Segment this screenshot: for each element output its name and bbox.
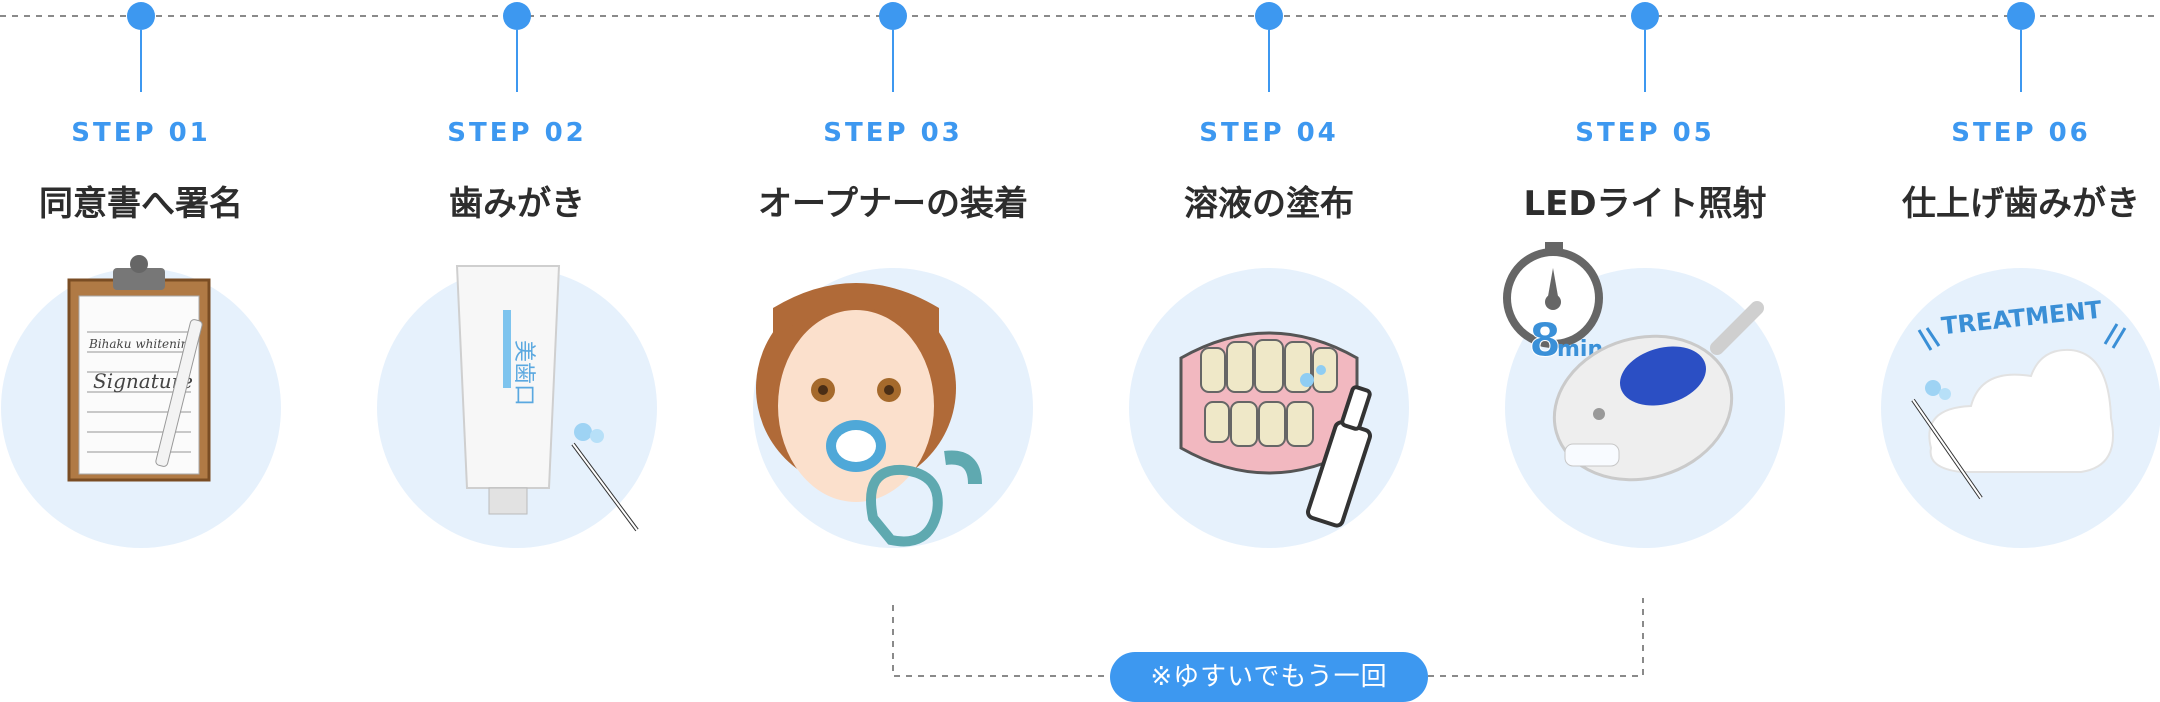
step-04: STEP 04 溶液の塗布: [1081, 0, 1457, 560]
step-label: STEP 01: [71, 118, 211, 148]
clipboard-line-1: Bihaku whitening: [88, 337, 196, 351]
timeline-node: [1255, 2, 1283, 30]
timeline-node: [1631, 2, 1659, 30]
step-label: STEP 03: [823, 118, 963, 148]
step-label: STEP 02: [447, 118, 587, 148]
timeline-node: [127, 2, 155, 30]
step-03: STEP 03 オープナーの装着: [705, 0, 1081, 560]
timeline-node: [2007, 2, 2035, 30]
step-06: STEP 06 仕上げ歯みがき TREATMENT: [1833, 0, 2160, 560]
step-label: STEP 04: [1199, 118, 1339, 148]
step-title: オープナーの装着: [758, 184, 1028, 224]
tube-brand-text: 美歯口: [511, 340, 536, 406]
step-02: STEP 02 歯みがき 美歯口: [329, 0, 705, 560]
step-05: STEP 05 LEDライト照射 8 min: [1457, 0, 1833, 560]
step-label: STEP 05: [1575, 118, 1715, 148]
treatment-banner-text: TREATMENT: [1940, 296, 2104, 341]
step-title: 溶液の塗布: [1184, 184, 1354, 224]
step-title: LEDライト照射: [1523, 184, 1767, 224]
repeat-connector-line: [892, 598, 1644, 677]
step-title: 仕上げ歯みがき: [1902, 184, 2140, 224]
step-01: STEP 01 同意書へ署名 Bihaku whitening Signatur…: [0, 0, 329, 560]
led-device-timer-icon: 8 min: [1503, 242, 1785, 548]
teeth-spray-icon: [1129, 268, 1409, 548]
clipboard-signature-icon: Bihaku whitening Signature: [1, 255, 281, 548]
toothpaste-tube-icon: 美歯口: [377, 265, 657, 548]
rinse-repeat-note: ※ゆすいでもう一回: [1110, 652, 1428, 702]
mouth-opener-face-icon: [753, 268, 1033, 548]
treatment-foam-icon: TREATMENT: [1881, 268, 2160, 548]
timeline-node: [879, 2, 907, 30]
timeline-node: [503, 2, 531, 30]
timer-number: 8: [1529, 313, 1561, 367]
step-label: STEP 06: [1951, 118, 2091, 148]
step-title: 同意書へ署名: [39, 184, 243, 224]
step-title: 歯みがき: [449, 184, 585, 224]
